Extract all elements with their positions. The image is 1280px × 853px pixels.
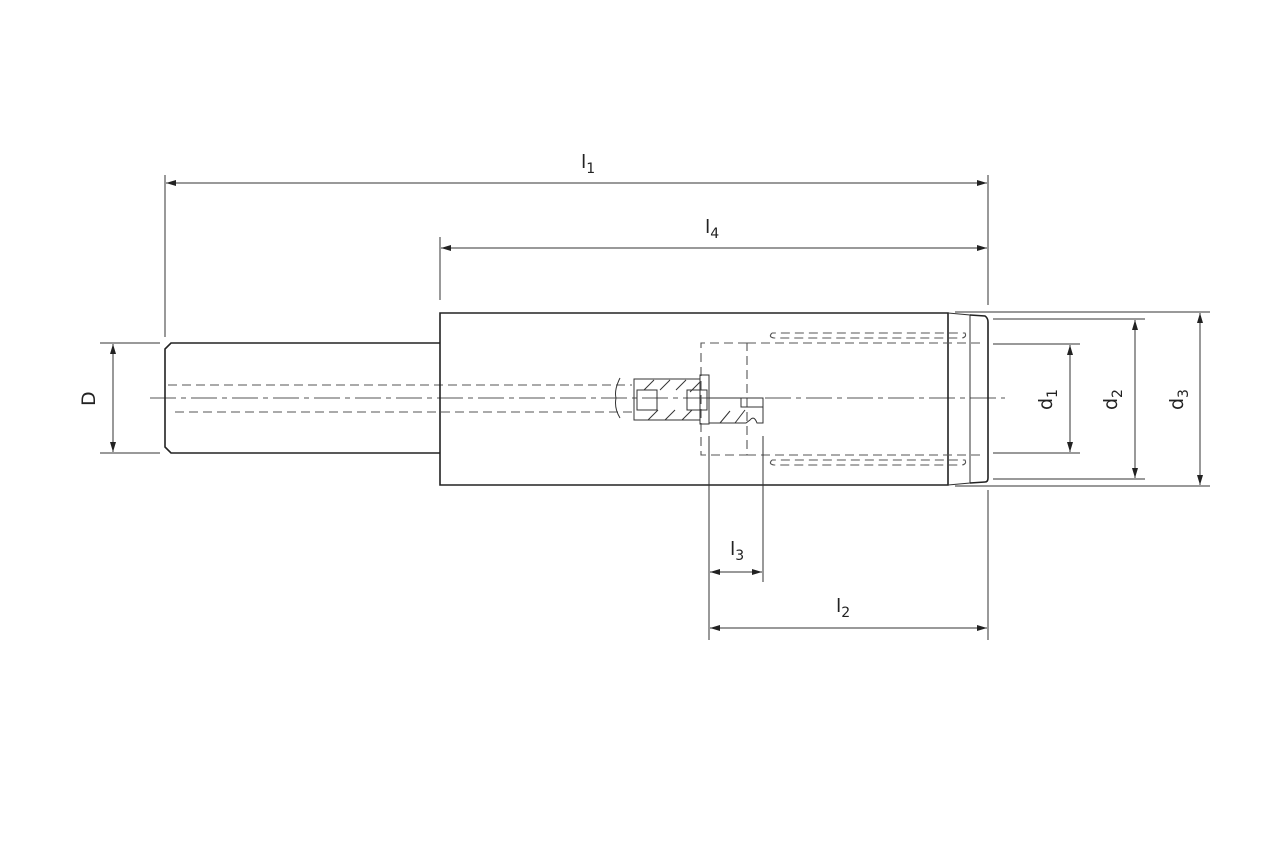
slot-bottom-hidden xyxy=(769,459,967,466)
label-l4: l4 xyxy=(705,216,719,242)
body-outline xyxy=(439,312,949,486)
label-d3: d3 xyxy=(1166,389,1192,410)
shank-outline xyxy=(164,342,440,454)
body-collar xyxy=(947,312,971,486)
extension-lines xyxy=(100,175,1210,640)
bore-hidden-rect xyxy=(700,342,748,456)
label-d2: d2 xyxy=(1100,389,1126,410)
label-d1: d1 xyxy=(1035,389,1061,410)
label-l3: l3 xyxy=(730,538,744,564)
slot-top-hidden xyxy=(769,332,967,339)
label-l2: l2 xyxy=(836,595,850,621)
label-D: D xyxy=(78,391,100,406)
label-l1: l1 xyxy=(581,151,595,177)
body-nose xyxy=(969,314,989,484)
screw-section xyxy=(615,374,764,425)
